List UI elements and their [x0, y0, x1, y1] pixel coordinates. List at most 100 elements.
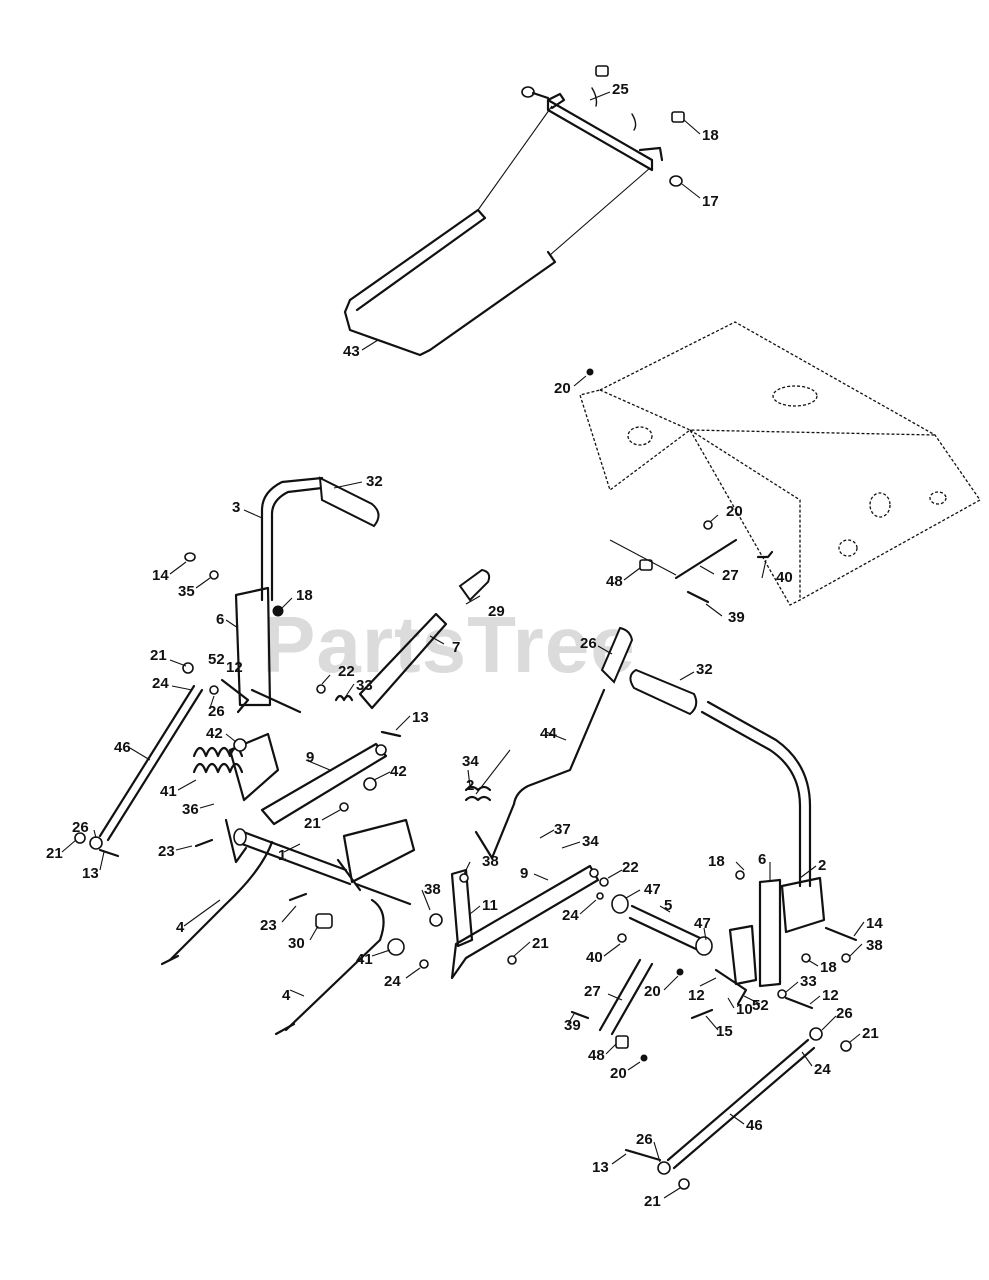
callout-34: 34	[462, 753, 479, 770]
callout-41-lower: 38	[424, 881, 441, 898]
bolt-14-lever7	[380, 730, 402, 738]
bolt-14-left	[98, 848, 120, 858]
pin-24-mid	[288, 892, 308, 902]
leader-24-mid	[281, 905, 297, 923]
callout-11: 11	[482, 897, 498, 914]
leader-25	[589, 91, 611, 101]
rod-4-upper-end	[160, 954, 180, 966]
leader-21-left-bottom	[61, 839, 77, 853]
leader-5	[659, 905, 671, 913]
leader-40	[849, 943, 863, 957]
left-adjust-rod-48	[74, 684, 204, 858]
callout-28-right-top: 26	[836, 1005, 853, 1022]
callout-42-lower: 39	[564, 1017, 581, 1034]
lever-12-left	[220, 678, 250, 714]
frame-hole-right	[869, 492, 891, 518]
lever-12-right	[714, 968, 748, 1006]
foot-pedal-assembly	[343, 65, 685, 357]
spacer-51-upper	[639, 559, 653, 571]
leader-36	[561, 841, 581, 849]
leader-49-left	[625, 889, 641, 899]
nut-21-right-top	[840, 1040, 852, 1052]
callout-19-left: 18	[296, 587, 313, 604]
callout-24-mid: 23	[260, 917, 277, 934]
nut-21-center	[507, 955, 517, 965]
lever-3-rod	[260, 476, 324, 602]
frame-hole-lower	[838, 539, 858, 557]
lift-link-29-upper	[609, 520, 774, 604]
callout-19-right-top: 18	[708, 853, 725, 870]
pivot-bolt-left	[250, 688, 302, 714]
left-lift-lever	[182, 476, 380, 714]
lever-bracket-6-left	[234, 586, 272, 707]
washer-20-upper	[703, 520, 713, 530]
spring-33	[334, 694, 354, 702]
leader-23-left	[171, 685, 193, 691]
callout-51-upper: 48	[606, 573, 623, 590]
leader-12-right	[699, 977, 717, 987]
callout-6-right: 6	[758, 851, 766, 868]
lever-2-rod	[700, 710, 802, 888]
handle-grip-32-left	[318, 476, 380, 528]
leader-15-right	[853, 921, 865, 937]
callout-6-left: 6	[216, 611, 224, 628]
pedal-loop-corner	[343, 298, 352, 314]
leader-22-left	[321, 674, 331, 685]
leader-23-right	[801, 1051, 813, 1067]
leader-20-upper	[709, 514, 719, 523]
callout-52-right: 52	[752, 997, 769, 1014]
nut-20-lower	[640, 1054, 648, 1062]
callout-1: 1	[278, 847, 286, 864]
rod-end-28-right-bottom	[657, 1161, 671, 1175]
spacer-45-mid	[363, 777, 377, 791]
callout-28-left-top: 26	[208, 703, 225, 720]
leader-43-upper	[761, 559, 767, 579]
leader-38	[199, 803, 215, 809]
grip-27	[600, 626, 634, 684]
shaft-5-top	[630, 904, 702, 940]
callout-26-center: 24	[384, 973, 401, 990]
callout-12-left: 12	[226, 659, 243, 676]
callout-2: 2	[818, 857, 826, 874]
leader-28-left-bottom	[93, 829, 97, 839]
leader-39	[539, 829, 555, 839]
leader-link-frame	[609, 539, 677, 576]
spacer-49-left	[611, 894, 629, 914]
leader-32-right	[679, 671, 695, 681]
callout-32-right: 32	[696, 661, 713, 678]
leader-21-right-top	[849, 1033, 861, 1043]
nut-19-right-top	[735, 870, 745, 880]
leader-16	[705, 1015, 719, 1031]
callout-40: 38	[866, 937, 883, 954]
lift-link-29-lower	[570, 933, 654, 1062]
spacer-49-right	[695, 936, 713, 956]
leader-34	[467, 769, 471, 787]
callout-18: 18	[702, 127, 719, 144]
leader-20-lower	[627, 1061, 641, 1071]
shaft-arm-left	[224, 818, 248, 864]
callout-43-lower: 40	[586, 949, 603, 966]
link-rod-29-upper	[674, 538, 738, 580]
right-shaft-5	[596, 877, 713, 976]
nut-21-right-bottom	[678, 1178, 690, 1190]
leader-21-center	[513, 941, 531, 957]
nut-20-mid	[676, 968, 684, 976]
lever-bracket-6-right-back	[728, 924, 758, 986]
leader-11	[469, 905, 481, 915]
leader-20-frame	[573, 375, 587, 387]
rod-4-lower-end	[274, 1022, 296, 1036]
bolt-43-lower	[617, 933, 627, 943]
callout-48-right: 46	[746, 1117, 763, 1134]
bolt-15-left	[184, 552, 196, 562]
lever-bracket-6-right	[758, 878, 782, 988]
arm-9-right	[450, 864, 600, 980]
bolt-14-right	[624, 1148, 662, 1162]
bolt-43-upper	[756, 550, 774, 559]
leader-29-lower	[607, 993, 623, 1001]
washer-52-left	[209, 685, 219, 695]
leader-30	[465, 595, 481, 605]
leader-28-right-bottom	[653, 1141, 661, 1163]
callout-27: 26	[580, 635, 597, 652]
center-bracket	[342, 818, 416, 884]
